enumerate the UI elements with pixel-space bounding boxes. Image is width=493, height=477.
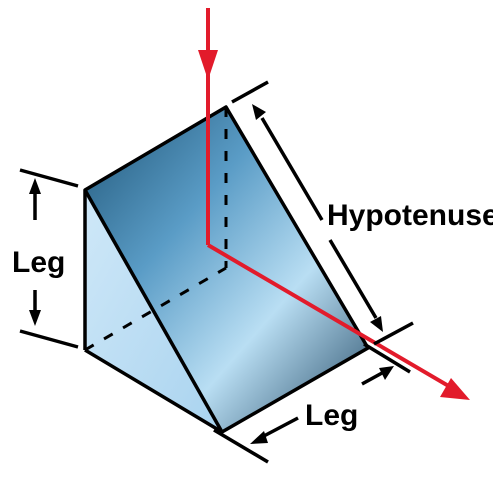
leg-bottom-extension-right bbox=[363, 342, 411, 374]
prism-front-diagonal-edge bbox=[83, 189, 224, 433]
leg-left-extension-top bbox=[19, 168, 79, 188]
hypotenuse-arrowhead-bottom bbox=[370, 316, 383, 332]
reflected-beam-arrowhead bbox=[440, 378, 470, 400]
incident-beam-arrowhead bbox=[198, 50, 218, 80]
dimension-hypotenuse: Hypotenuse bbox=[231, 80, 493, 346]
hypotenuse-dimension-line-lower bbox=[328, 239, 378, 319]
hypotenuse-extension-top bbox=[231, 80, 269, 104]
leg-left-label: Leg bbox=[12, 246, 65, 279]
hypotenuse-arrowhead-top bbox=[252, 104, 266, 120]
prism bbox=[83, 105, 370, 434]
hypotenuse-label: Hypotenuse bbox=[327, 199, 493, 232]
leg-left-arrowhead-down bbox=[29, 310, 41, 326]
leg-left-extension-bottom bbox=[19, 329, 79, 349]
reflected-beam bbox=[206, 243, 454, 390]
hypotenuse-extension-bottom bbox=[373, 321, 414, 346]
leg-bottom-dimension-line-right bbox=[361, 371, 383, 386]
leg-bottom-arrowhead-right bbox=[379, 366, 394, 380]
dimension-leg-bottom: Leg bbox=[213, 342, 411, 464]
light-beam bbox=[198, 8, 470, 400]
hypotenuse-dimension-line-upper bbox=[260, 117, 324, 221]
prism-hypotenuse-face bbox=[85, 107, 368, 432]
prism-hidden-edge-diagonal bbox=[84, 266, 227, 352]
dimension-leg-left: Leg bbox=[12, 168, 79, 349]
leg-bottom-extension-left bbox=[213, 428, 269, 464]
leg-bottom-dimension-line-left bbox=[261, 416, 299, 439]
prism-outline bbox=[83, 105, 370, 434]
leg-left-arrowhead-up bbox=[29, 178, 41, 194]
leg-bottom-label: Leg bbox=[305, 399, 358, 432]
leg-bottom-arrowhead-left bbox=[250, 431, 268, 444]
